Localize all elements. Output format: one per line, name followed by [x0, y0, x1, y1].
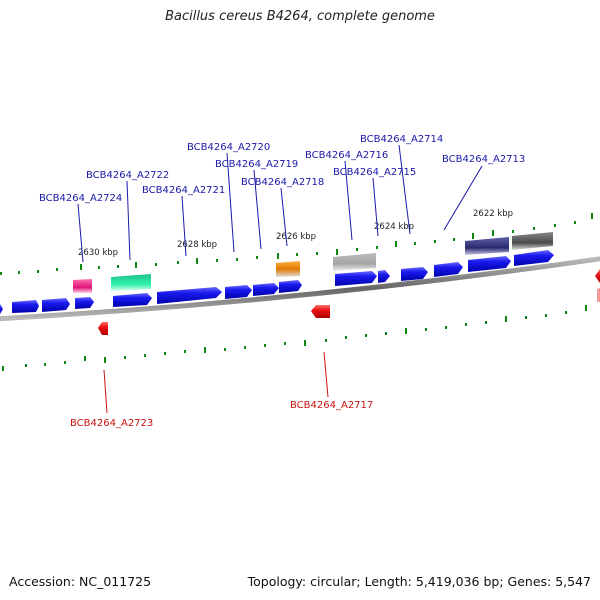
gene-label-a2723[interactable]: BCB4264_A2723: [70, 418, 153, 429]
forward-gene[interactable]: [12, 300, 39, 313]
forward-genes: [0, 250, 554, 315]
scale-track-inner: [2, 305, 587, 371]
forward-gene[interactable]: [75, 297, 94, 309]
forward-gene[interactable]: [42, 298, 70, 312]
gene-label-a2720[interactable]: BCB4264_A2720: [187, 142, 270, 153]
genome-title: Bacillus cereus B4264, complete genome: [165, 9, 435, 24]
feature-box-navy[interactable]: [465, 237, 509, 255]
gene-label-a2718[interactable]: BCB4264_A2718: [241, 177, 324, 188]
reverse-gene-a2723[interactable]: [98, 322, 108, 335]
gene-label-a2716[interactable]: BCB4264_A2716: [305, 150, 388, 161]
feature-box-orange[interactable]: [276, 261, 300, 277]
forward-gene[interactable]: [335, 271, 377, 286]
forward-gene[interactable]: [514, 250, 554, 266]
forward-gene[interactable]: [401, 267, 428, 281]
gene-label-a2717[interactable]: BCB4264_A2717: [290, 400, 373, 411]
genome-summary-text: Topology: circular; Length: 5,419,036 bp…: [247, 574, 591, 589]
forward-gene[interactable]: [225, 285, 252, 299]
accession-text: Accession: NC_011725: [9, 574, 152, 589]
gene-label-a2724[interactable]: BCB4264_A2724: [39, 193, 122, 204]
reverse-gene-a2717[interactable]: [311, 305, 330, 318]
forward-gene[interactable]: [113, 293, 152, 307]
feature-boxes: [73, 232, 553, 293]
feature-box-grey[interactable]: [333, 253, 376, 271]
forward-gene[interactable]: [157, 287, 222, 304]
forward-gene[interactable]: [468, 256, 511, 272]
reverse-genes: [98, 269, 600, 335]
forward-gene[interactable]: [279, 280, 302, 293]
gene-label-a2715[interactable]: BCB4264_A2715: [333, 167, 416, 178]
forward-gene[interactable]: [378, 270, 390, 283]
forward-gene[interactable]: [253, 283, 279, 296]
feature-box-teal[interactable]: [111, 274, 151, 291]
genome-backbone: [0, 256, 600, 322]
reverse-gene[interactable]: [595, 269, 600, 283]
scale-label-2622: 2622 kbp: [473, 209, 513, 219]
gene-label-a2722[interactable]: BCB4264_A2722: [86, 170, 169, 181]
forward-gene[interactable]: [0, 304, 3, 315]
scale-label-2630: 2630 kbp: [78, 248, 118, 258]
scale-label-2626: 2626 kbp: [276, 232, 316, 242]
scale-label-2624: 2624 kbp: [374, 222, 414, 232]
forward-leader-lines: [77, 144, 483, 263]
reverse-gene[interactable]: [597, 288, 600, 302]
gene-label-a2714[interactable]: BCB4264_A2714: [360, 134, 443, 145]
gene-label-a2721[interactable]: BCB4264_A2721: [142, 185, 225, 196]
scale-label-2628: 2628 kbp: [177, 240, 217, 250]
reverse-leader-lines: [103, 351, 329, 414]
gene-label-a2719[interactable]: BCB4264_A2719: [215, 159, 298, 170]
feature-box-pink[interactable]: [73, 279, 92, 293]
gene-label-a2713[interactable]: BCB4264_A2713: [442, 154, 525, 165]
forward-gene[interactable]: [434, 262, 463, 277]
feature-box-dark[interactable]: [512, 232, 553, 250]
scale-track-outer: [0, 213, 593, 275]
